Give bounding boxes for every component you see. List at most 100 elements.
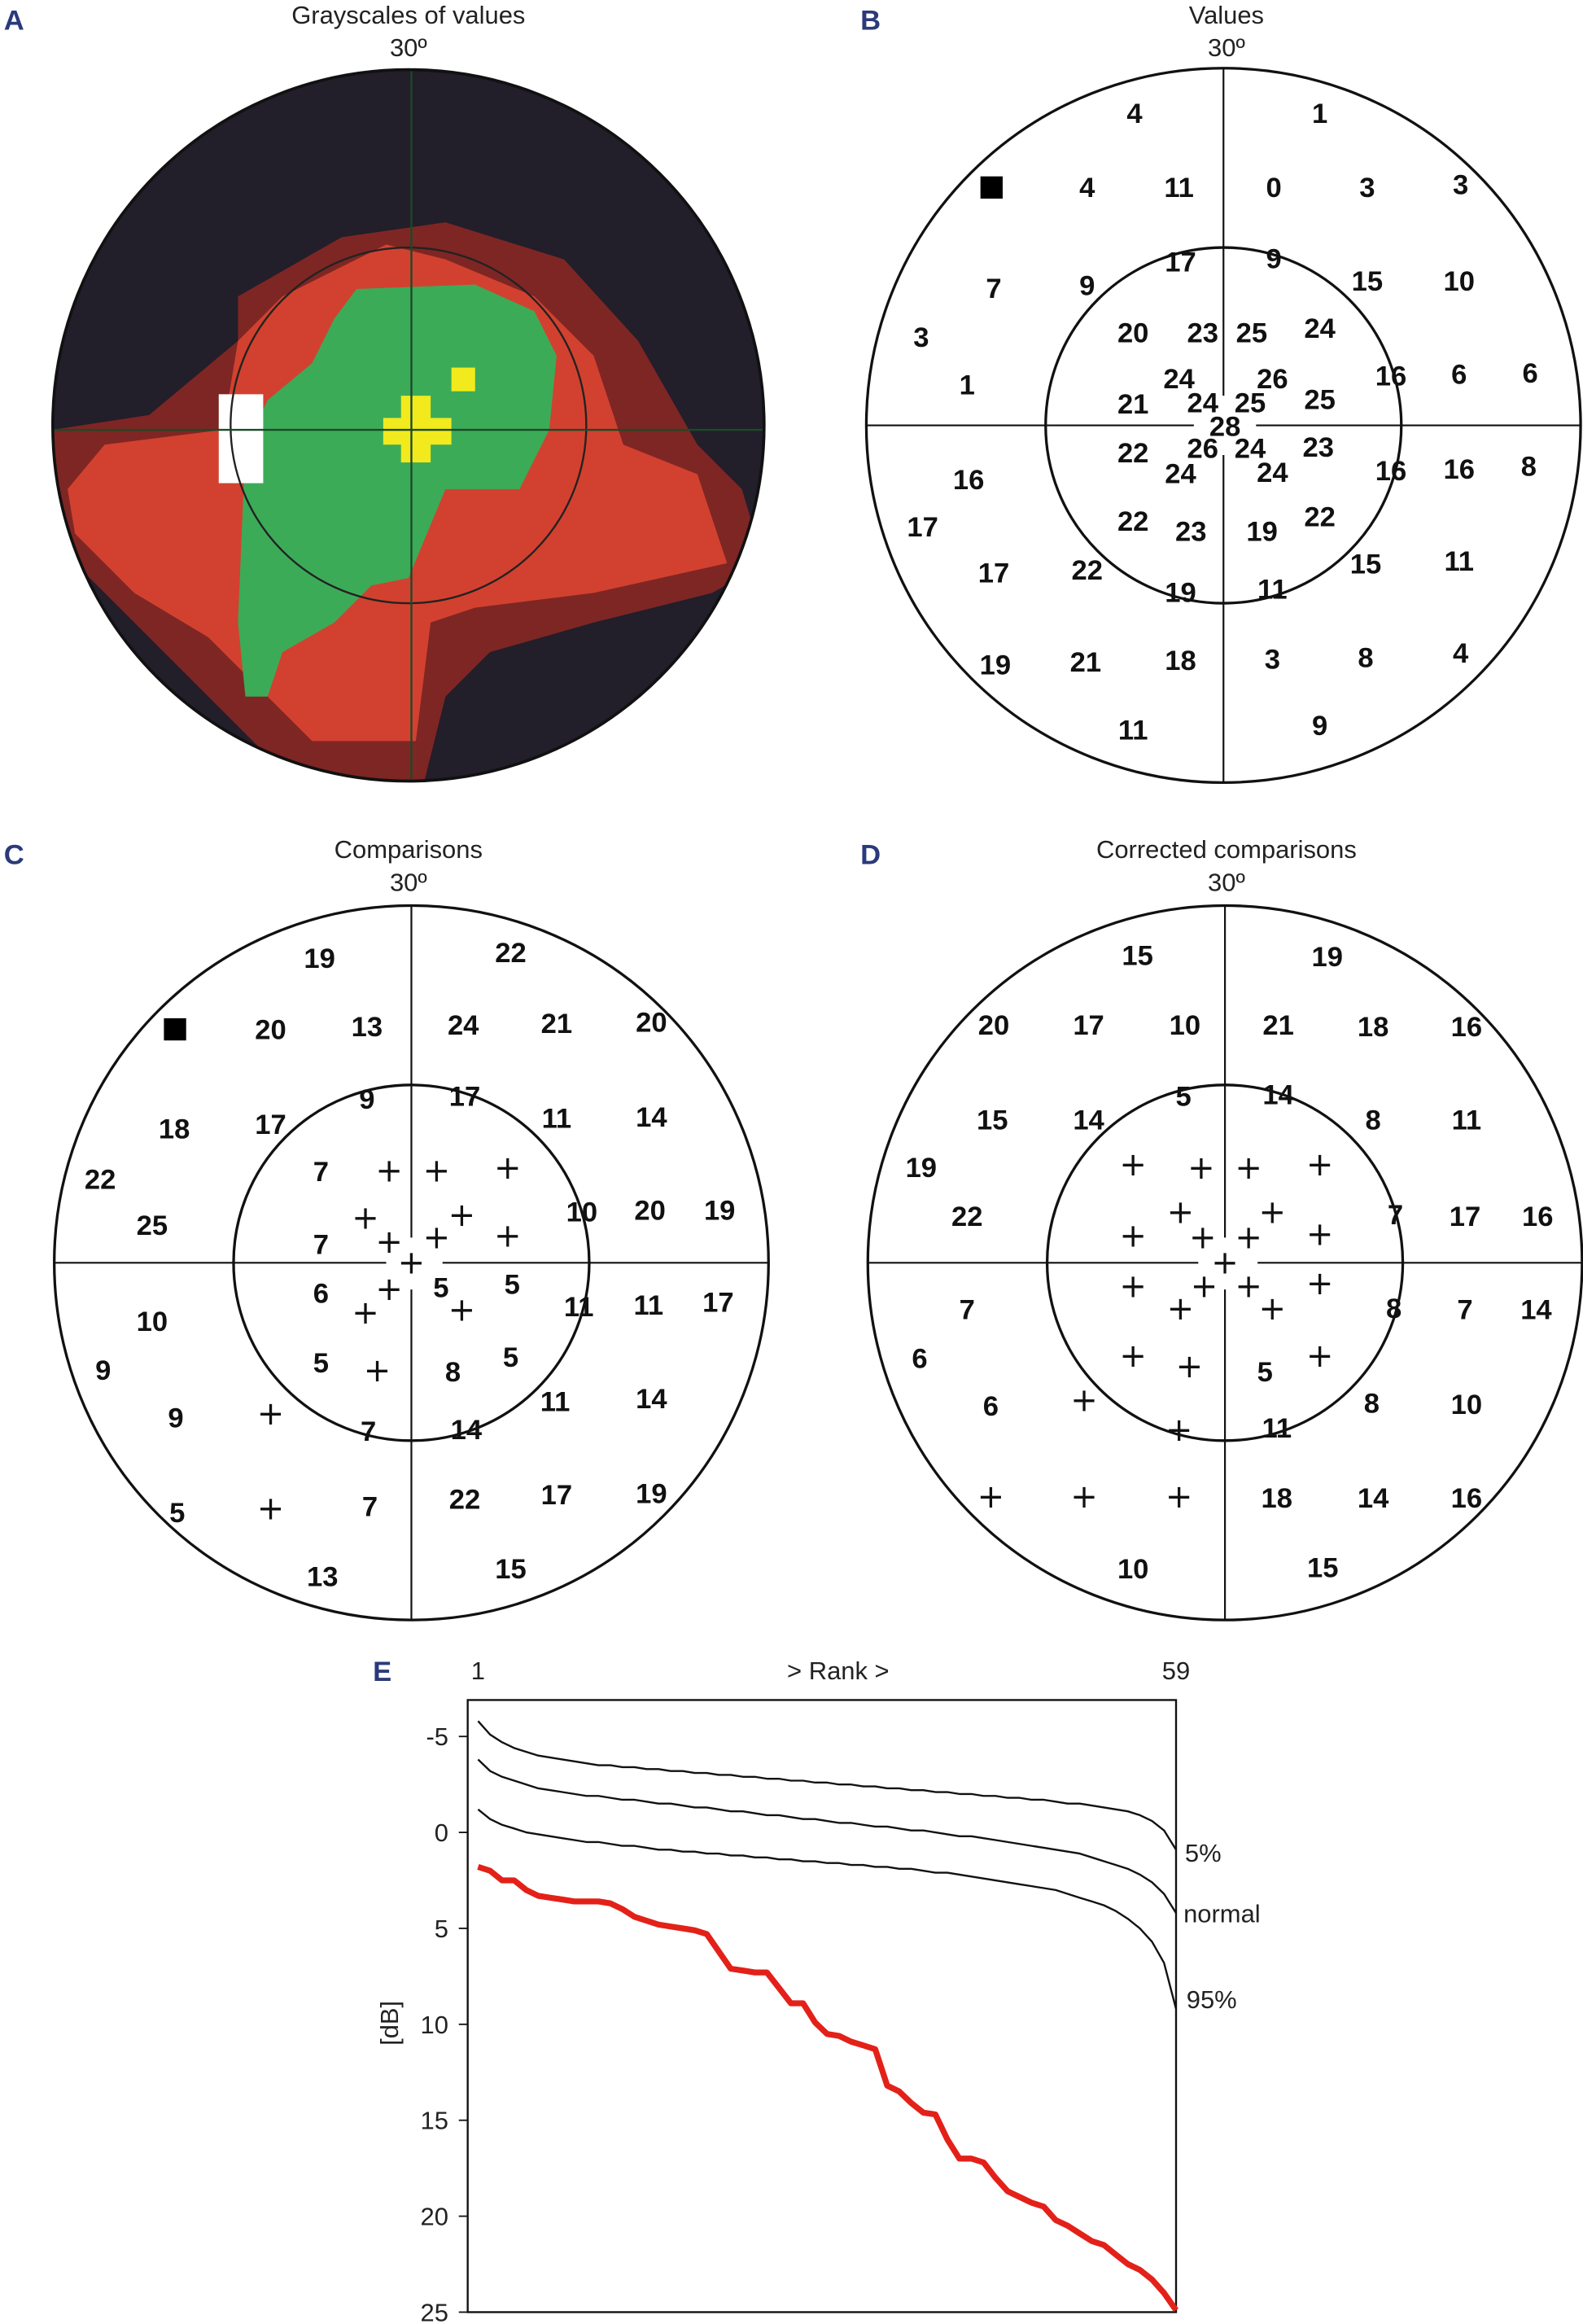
plus-symbol: + — [448, 1292, 476, 1329]
curve-label-normal: normal — [1183, 1900, 1261, 1928]
value-label: 5 — [1257, 1357, 1273, 1388]
panel-title: Values — [1189, 1, 1264, 29]
plus-symbol: + — [1306, 1265, 1334, 1302]
value-label: 9 — [359, 1084, 374, 1115]
value-label: 25 — [137, 1210, 168, 1241]
plus-symbol: + — [1119, 1267, 1147, 1305]
value-label: 18 — [1358, 1012, 1388, 1043]
value-label: 10 — [1170, 1010, 1200, 1041]
value-label: 5 — [169, 1498, 185, 1529]
value-label: 24 — [448, 1010, 479, 1041]
value-label: 10 — [137, 1306, 168, 1337]
plus-symbol: + — [423, 1219, 451, 1256]
value-label: 7 — [1457, 1295, 1472, 1326]
value-label: 21 — [1070, 647, 1101, 678]
value-label: 17 — [1073, 1010, 1104, 1041]
plus-symbol: + — [494, 1149, 522, 1187]
value-label: 15 — [1307, 1552, 1338, 1583]
plus-symbol: + — [1191, 1267, 1218, 1305]
value-label: 17 — [1450, 1201, 1480, 1232]
value-label: 17 — [702, 1287, 733, 1318]
value-label: 21 — [1117, 389, 1148, 420]
value-label: 22 — [495, 938, 526, 969]
plus-symbol: + — [375, 1223, 403, 1261]
panel-angle: 30º — [390, 33, 427, 62]
value-label: 17 — [978, 558, 1009, 589]
value-label: 20 — [255, 1014, 286, 1045]
plus-symbol: + — [1167, 1290, 1195, 1328]
value-label: 15 — [1350, 549, 1381, 580]
value-label: 16 — [1375, 361, 1406, 392]
value-label: 20 — [636, 1007, 667, 1038]
panel-a: A Grayscales of values 30º — [4, 1, 766, 783]
value-label: 15 — [1122, 940, 1152, 971]
value-label: 5 — [313, 1348, 329, 1379]
panel-letter: A — [4, 5, 24, 36]
value-label: 8 — [445, 1357, 461, 1388]
value-label: 14 — [1520, 1295, 1552, 1326]
panel-angle: 30º — [1208, 33, 1245, 62]
value-label: 22 — [1072, 555, 1103, 586]
panel-letter: B — [860, 5, 881, 36]
grayscale-heatmap — [52, 69, 764, 781]
value-label: 11 — [542, 1104, 572, 1135]
value-label: 6 — [912, 1344, 927, 1375]
plus-symbol: + — [1070, 1382, 1098, 1420]
value-label: 24 — [1163, 364, 1195, 395]
value-label: 14 — [1262, 1080, 1294, 1111]
value-label: 5 — [503, 1342, 518, 1373]
value-label: 7 — [361, 1416, 376, 1447]
value-label: 11 — [564, 1292, 594, 1323]
value-label: 5 — [505, 1270, 520, 1301]
series-line-normal — [477, 1758, 1177, 1914]
value-label: 11 — [1164, 173, 1194, 204]
value-label: 8 — [1358, 642, 1373, 673]
value-label: 14 — [1358, 1483, 1389, 1514]
value-label: 23 — [1187, 318, 1218, 349]
series-line-95pct — [477, 1808, 1178, 2010]
plus-symbol: + — [398, 1244, 426, 1281]
plus-symbol: + — [1165, 1478, 1193, 1516]
value-label: 19 — [704, 1196, 735, 1227]
value-label: 15 — [495, 1554, 526, 1585]
value-label: 15 — [977, 1105, 1008, 1136]
plus-symbol: + — [1259, 1290, 1287, 1328]
plus-symbol: + — [1119, 1337, 1147, 1375]
value-label: 9 — [1266, 244, 1282, 275]
value-label: 24 — [1165, 459, 1196, 490]
value-label: 1 — [960, 370, 975, 400]
plus-symbol: + — [1306, 1337, 1334, 1375]
value-label: 28 — [1209, 411, 1240, 442]
value-label: 6 — [1451, 360, 1467, 391]
plus-symbol: + — [352, 1294, 379, 1332]
y-tick-label: -5 — [426, 1722, 448, 1751]
x-end-label: 59 — [1162, 1657, 1190, 1685]
value-label: 25 — [1236, 318, 1267, 349]
value-label: 4 — [1079, 173, 1095, 204]
panel-title: Comparisons — [335, 835, 483, 864]
value-label: 20 — [1117, 318, 1148, 349]
value-label: 24 — [1257, 457, 1288, 488]
value-label: 14 — [1073, 1105, 1104, 1136]
value-label: 20 — [634, 1196, 665, 1227]
plus-symbol: + — [1070, 1478, 1098, 1516]
value-label: 3 — [1359, 173, 1375, 204]
value-label: 16 — [1451, 1012, 1482, 1043]
value-label: 11 — [540, 1386, 571, 1417]
value-label: 20 — [978, 1010, 1009, 1041]
value-label: 10 — [1451, 1390, 1482, 1420]
value-label: 21 — [1262, 1010, 1293, 1041]
panel-title: Corrected comparisons — [1096, 835, 1357, 864]
value-label: 11 — [1262, 1413, 1292, 1444]
value-label: 18 — [1165, 646, 1196, 676]
value-label: 14 — [451, 1415, 483, 1446]
value-label: 11 — [1444, 546, 1474, 577]
value-label: 4 — [1126, 98, 1143, 129]
value-label: 7 — [986, 274, 1001, 304]
